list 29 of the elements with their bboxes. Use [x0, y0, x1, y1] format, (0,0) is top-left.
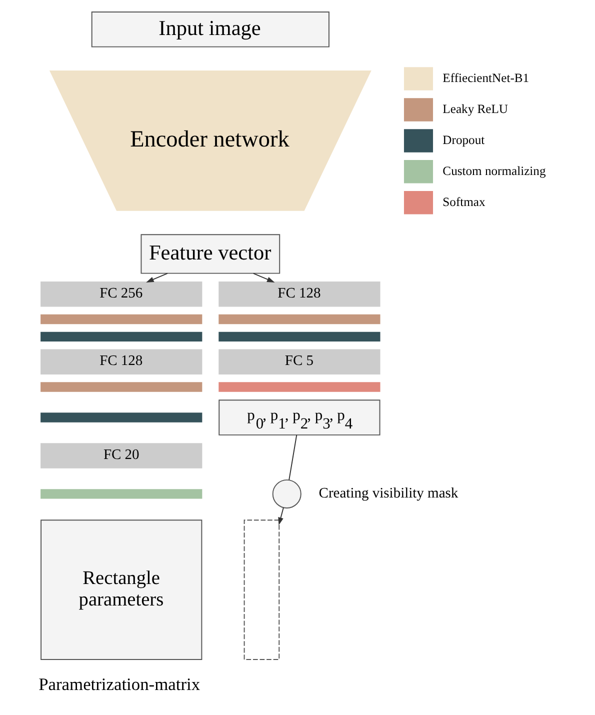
node-bar	[40, 314, 202, 324]
legend-label: Dropout	[442, 132, 484, 147]
arrow	[146, 272, 168, 283]
arrow	[252, 272, 274, 283]
node-box: FC 20	[40, 443, 202, 468]
label: Parametrization-matrix	[38, 674, 200, 694]
legend-label: Leaky ReLU	[442, 102, 508, 116]
legend-label: Custom normalizing	[442, 164, 546, 178]
node-box: Rectangle parameters	[40, 520, 202, 660]
node-bar	[218, 382, 380, 392]
node-bar	[40, 412, 202, 422]
node-box	[243, 520, 280, 660]
legend-label: EffiecientNet-B1	[442, 71, 529, 86]
node-box: Input image	[90, 12, 329, 48]
node-bar	[40, 489, 202, 499]
arrow	[278, 507, 284, 526]
node-bar	[40, 382, 202, 392]
connector	[288, 434, 297, 480]
node-circle	[272, 479, 301, 508]
legend-label: Softmax	[442, 194, 485, 209]
node-label: Creating visibility mask	[318, 485, 458, 502]
node-box: FC 128	[40, 349, 202, 374]
node-bar	[40, 332, 202, 342]
node-box: FC 128	[218, 282, 380, 307]
node-bar	[218, 332, 380, 342]
node-bar	[218, 314, 380, 324]
node-box: Feature vector	[140, 234, 280, 274]
node-box: FC 256	[40, 282, 202, 307]
node-box: FC 5	[218, 349, 380, 374]
